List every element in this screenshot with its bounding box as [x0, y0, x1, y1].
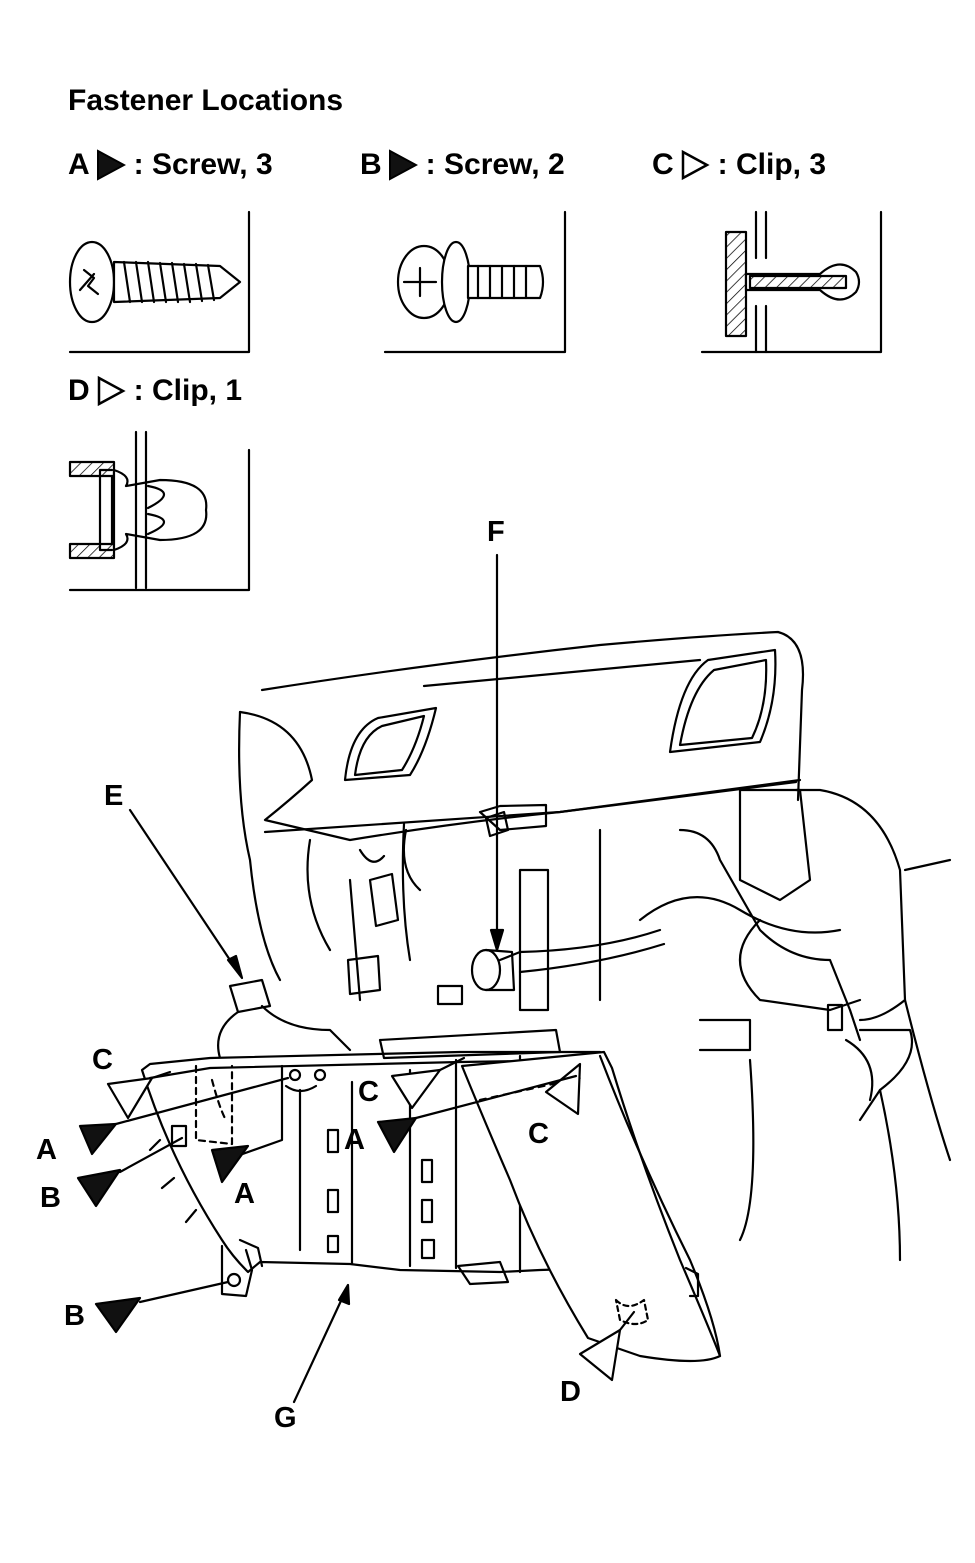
- push-clip-icon: [68, 430, 251, 592]
- legend-item-b: B : Screw, 2: [360, 148, 565, 182]
- callout-a: A: [344, 1124, 365, 1156]
- callout-b: B: [64, 1300, 85, 1332]
- screw-marker-b1: [76, 1168, 122, 1208]
- screw-marker-a2: [210, 1144, 250, 1184]
- legend-text: : Screw, 3: [133, 148, 273, 181]
- screw-marker-b2: [94, 1296, 142, 1334]
- filled-triangle-icon: [96, 149, 126, 181]
- clip-marker-d: [578, 1328, 622, 1382]
- outline-triangle-icon: [680, 149, 710, 181]
- callout-a: A: [36, 1134, 57, 1166]
- screw-marker-a1: [78, 1122, 118, 1156]
- callout-a: A: [234, 1178, 255, 1210]
- callout-d: D: [560, 1376, 581, 1408]
- clip-marker-c2: [390, 1068, 442, 1110]
- legend-letter: C: [652, 148, 674, 181]
- callout-c: C: [528, 1118, 549, 1150]
- callout-e: E: [104, 780, 124, 812]
- dashboard-illustration: [217, 630, 952, 1262]
- legend-item-d: D : Clip, 1: [68, 374, 242, 408]
- legend-letter: A: [68, 148, 90, 181]
- callout-c: C: [358, 1076, 379, 1108]
- legend-letter: B: [360, 148, 382, 181]
- legend-item-a: A : Screw, 3: [68, 148, 273, 182]
- page-title: Fastener Locations: [68, 84, 344, 117]
- legend-text: : Clip, 1: [133, 374, 243, 407]
- filled-triangle-icon: [388, 149, 418, 181]
- callout-f: F: [487, 516, 505, 548]
- legend-letter: D: [68, 374, 90, 407]
- machine-screw-icon: [383, 210, 567, 354]
- legend-item-c: C : Clip, 3: [652, 148, 826, 182]
- legend-text: : Screw, 2: [425, 148, 565, 181]
- callout-c: C: [92, 1044, 113, 1076]
- screw-marker-a3: [376, 1116, 418, 1154]
- panel-clip-icon: [700, 210, 883, 354]
- callout-leaders: [128, 553, 505, 1404]
- fastener-markers: [76, 1056, 636, 1382]
- callout-g: G: [274, 1402, 297, 1434]
- clip-marker-c1: [106, 1076, 154, 1120]
- outline-triangle-icon: [96, 375, 126, 407]
- legend-text: : Clip, 3: [717, 148, 827, 181]
- self-tapping-screw-icon: [68, 210, 251, 354]
- callout-b: B: [40, 1182, 61, 1214]
